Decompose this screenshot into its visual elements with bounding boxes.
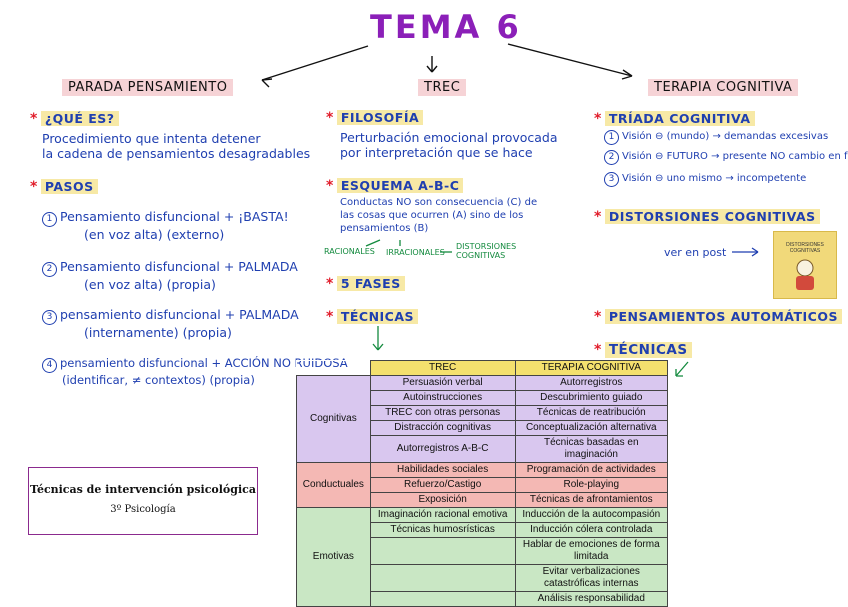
table-cell: Programación de actividades	[514, 462, 669, 478]
card-subtitle: 3º Psicología	[110, 504, 176, 515]
que-es-line-1: Procedimiento que intenta detener	[42, 131, 261, 146]
racionales-label: RACIONALES	[324, 247, 375, 256]
step-number: 1	[604, 130, 619, 145]
category-cognitivas: Cognitivas	[296, 375, 371, 463]
card-title: Técnicas de intervención psicológica	[30, 483, 256, 496]
filosofia-heading: *FILOSOFÍA	[326, 110, 424, 126]
star-icon: *	[30, 111, 38, 127]
distorsiones-label: DISTORSIONES COGNITIVAS	[456, 242, 517, 260]
star-icon: *	[326, 276, 334, 292]
table-cell	[369, 537, 516, 565]
esquema-line-1: Conductas NO son consecuencia (C) de	[340, 197, 538, 208]
table-cell: Exposición	[369, 492, 516, 508]
header-trec: TREC	[418, 79, 467, 96]
table-cell: Inducción de la autocompasión	[514, 507, 669, 523]
table-corner	[296, 360, 371, 376]
tecnicas-heading-tc: *TÉCNICAS	[594, 342, 692, 358]
course-card: Técnicas de intervención psicológica 3º …	[28, 467, 258, 535]
star-icon: *	[594, 209, 602, 225]
filosofia-line-2: por interpretación que se hace	[340, 145, 533, 160]
esquema-line-2: las cosas que ocurren (A) sino de los	[340, 210, 524, 221]
star-icon: *	[594, 342, 602, 358]
distorsiones-heading: *DISTORSIONES COGNITIVAS	[594, 209, 820, 225]
table-cell	[369, 591, 516, 607]
star-icon: *	[326, 309, 334, 325]
que-es-heading: *¿QUÉ ES?	[30, 111, 119, 127]
step-number: 3	[604, 172, 619, 187]
ver-en-post-link[interactable]: ver en post	[664, 246, 727, 259]
page-title: TEMA 6	[370, 8, 522, 46]
distorsiones-thumbnail[interactable]: DISTORSIONES COGNITIVAS	[773, 231, 837, 299]
col-header-tc: TERAPIA COGNITIVA	[514, 360, 669, 376]
table-cell: TREC con otras personas	[369, 405, 516, 421]
que-es-line-2: la cadena de pensamientos desagradables	[42, 146, 311, 161]
header-terapia-cognitiva: TERAPIA COGNITIVA	[648, 79, 799, 96]
star-icon: *	[30, 179, 38, 195]
table-cell: Role-playing	[514, 477, 669, 493]
table-cell: Técnicas de afrontamientos	[514, 492, 669, 508]
table-cell	[369, 564, 516, 592]
star-icon: *	[326, 178, 334, 194]
automaticos-heading: *PENSAMIENTOS AUTOMÁTICOS	[594, 309, 842, 325]
table-cell: Descubrimiento guiado	[514, 390, 669, 406]
tecnicas-heading-trec: *TÉCNICAS	[326, 309, 419, 325]
star-icon: *	[594, 111, 602, 127]
step-number: 2	[604, 150, 619, 165]
esquema-heading: *ESQUEMA A-B-C	[326, 178, 464, 194]
table-cell: Autorregistros	[514, 375, 669, 391]
col-header-trec: TREC	[369, 360, 516, 376]
pasos-heading: *PASOS	[30, 179, 98, 195]
header-parada-pensamiento: PARADA PENSAMIENTO	[62, 79, 234, 96]
table-cell: Habilidades sociales	[369, 462, 516, 478]
table-cell: Técnicas de reatribución	[514, 405, 669, 421]
step-number: 3	[42, 310, 57, 325]
table-cell: Autorregistros A-B-C	[369, 435, 516, 463]
esquema-line-3: pensamientos (B)	[340, 223, 429, 234]
table-cell: Autoinstrucciones	[369, 390, 516, 406]
triada-heading: *TRÍADA COGNITIVA	[594, 111, 755, 127]
step-number: 4	[42, 358, 57, 373]
fases-heading: *5 FASES	[326, 276, 405, 292]
table-cell: Distracción cognitivas	[369, 420, 516, 436]
table-cell: Conceptualización alternativa	[514, 420, 669, 436]
table-cell: Evitar verbalizaciones catastróficas int…	[514, 564, 669, 592]
table-cell: Refuerzo/Castigo	[369, 477, 516, 493]
techniques-table: TREC TERAPIA COGNITIVA Cognitivas Persua…	[296, 360, 669, 607]
table-cell: Técnicas basadas en imaginación	[514, 435, 669, 463]
table-cell: Análisis responsabilidad	[514, 591, 669, 607]
table-cell: Inducción cólera controlada	[514, 522, 669, 538]
step-number: 1	[42, 212, 57, 227]
cartoon-figure-icon	[796, 259, 814, 290]
step-number: 2	[42, 262, 57, 277]
star-icon: *	[594, 309, 602, 325]
irracionales-label: IRRACIONALES	[386, 248, 445, 257]
star-icon: *	[326, 110, 334, 126]
table-cell: Persuasión verbal	[369, 375, 516, 391]
category-conductuales: Conductuales	[296, 462, 371, 508]
table-cell: Técnicas humosrísticas	[369, 522, 516, 538]
filosofia-line-1: Perturbación emocional provocada	[340, 130, 558, 145]
category-emotivas: Emotivas	[296, 507, 371, 607]
table-cell: Hablar de emociones de forma limitada	[514, 537, 669, 565]
table-cell: Imaginación racional emotiva	[369, 507, 516, 523]
